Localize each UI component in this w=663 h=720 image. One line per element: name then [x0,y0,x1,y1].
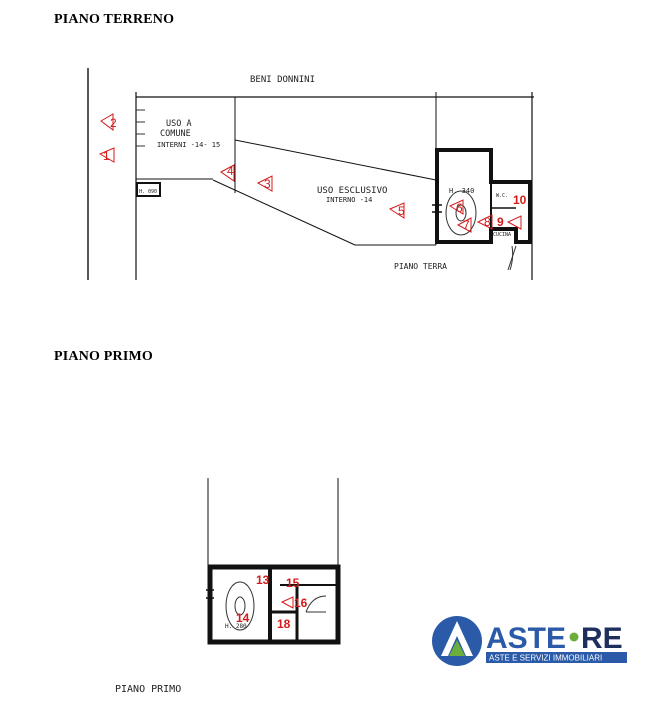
marker-5: 5 [398,204,405,218]
logo-tagline: ASTE E SERVIZI IMMOBILIARI [489,654,602,663]
marker-10: 10 [513,193,527,207]
corridor-upper-edge [234,139,437,181]
logo-word-aste: ASTE [486,622,566,655]
marker-arrow-1 [98,147,115,163]
h090-box [136,182,161,197]
marker-9: 9 [497,215,504,229]
label-h090: H. 090 [139,189,157,195]
marker-2: 2 [110,116,117,130]
marker-arrow-6 [448,199,464,215]
label-piano-terra: PIANO TERRA [394,262,447,271]
first-building-walls [207,564,341,645]
marker-18: 18 [277,617,291,631]
label-uso-a: USO A [166,119,192,129]
heading-piano-primo: PIANO PRIMO [54,349,154,364]
label-comune: COMUNE [160,129,191,139]
logo-tagline-bar [486,652,627,663]
heading-piano-terreno: PIANO TERRENO [54,12,175,27]
corridor-lower-edge [212,179,356,246]
marker-13: 13 [256,573,270,587]
label-piano-primo: PIANO PRIMO [115,684,181,695]
logo-dot-icon [569,632,579,642]
aste-re-logo: ASTE RE ASTE E SERVIZI IMMOBILIARI [432,616,627,666]
logo-a-icon [441,621,473,656]
label-h280: H. 280 [225,623,247,630]
building-walls [435,148,532,244]
marker-arrow-16 [280,596,294,609]
first-spiral-core [234,596,246,616]
marker-8: 8 [484,215,491,229]
marker-6: 6 [456,201,463,215]
door-leaf [507,245,517,271]
spiral-stair [445,190,477,236]
marker-14: 14 [236,611,250,625]
first-door-arc [305,595,327,613]
spiral-stair-core [455,204,467,222]
marker-arrow-3 [256,175,273,192]
label-wc: W.C. [496,193,508,199]
label-h340: H. 340 [449,187,474,195]
marker-16: 16 [294,596,308,610]
ground-floor-plan: BENI DONNINI USO A COMUNE INTERNI -14- 1… [87,68,534,280]
first-floor-plan: H. 280 PIANO PRIMO 13 15 14 16 18 [115,478,341,695]
marker-arrow-2 [100,113,114,131]
marker-3: 3 [264,177,271,191]
marker-4: 4 [227,164,234,178]
marker-arrow-5 [388,202,405,219]
logo-a-green-icon [449,640,465,656]
marker-arrow-9 [506,215,522,230]
label-beni-donnini: BENI DONNINI [250,75,315,85]
marker-7: 7 [463,218,470,232]
marker-arrow-4 [220,164,235,182]
label-interno-14: INTERNO -14 [326,196,372,204]
marker-arrow-8 [476,214,493,230]
marker-arrow-7 [456,217,472,233]
logo-word-re: RE [581,622,623,655]
label-uso-esclusivo: USO ESCLUSIVO [317,186,387,196]
marker-15: 15 [286,576,300,590]
label-cucina: CUCINA [493,232,511,238]
first-spiral-stair [225,581,255,631]
label-interni-14-15: INTERNI -14- 15 [157,141,220,149]
marker-1: 1 [103,149,110,163]
